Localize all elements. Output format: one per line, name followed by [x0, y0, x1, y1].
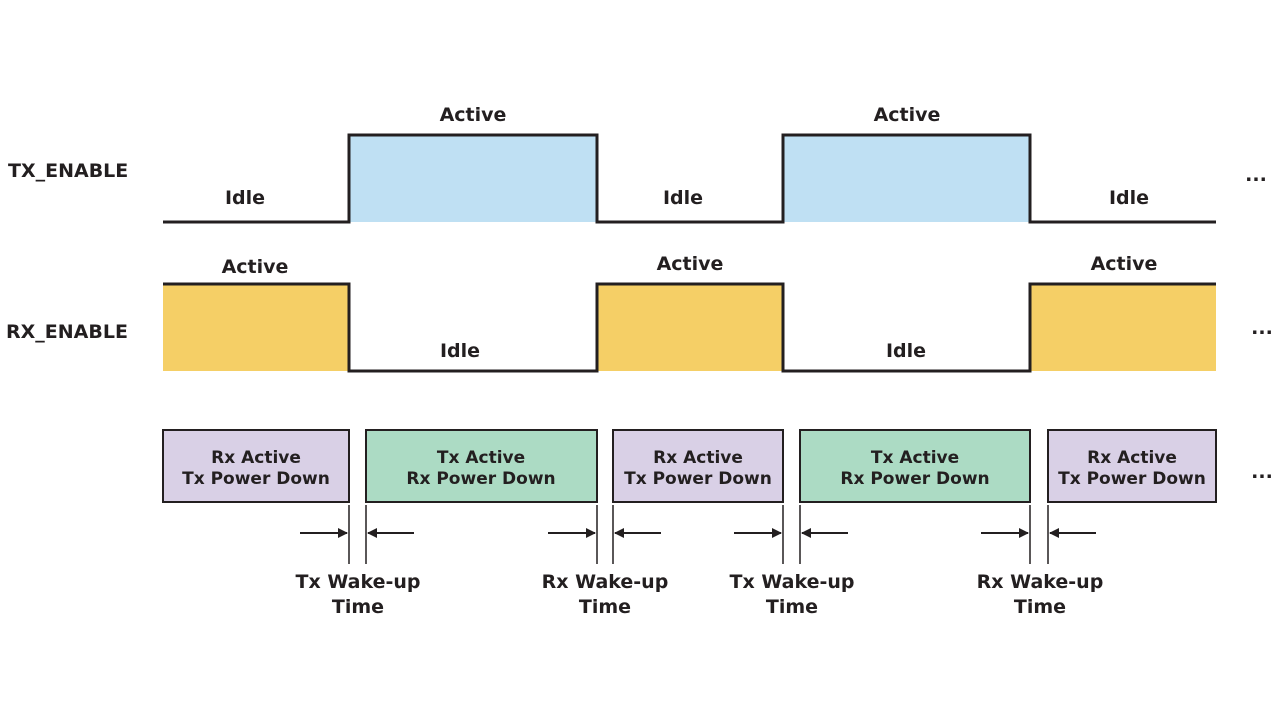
tx-continuation: ... [1245, 164, 1267, 186]
rx-state-label: Idle [886, 340, 926, 362]
rx-waveform [163, 282, 1216, 373]
wakeup-label-line2: Time [766, 596, 818, 618]
wakeup-marker [596, 505, 614, 564]
tx-state-label: Active [440, 104, 507, 126]
rx-active-fill [1030, 284, 1216, 371]
wakeup-marker [348, 505, 367, 564]
mode-box-line1: Tx Active [437, 448, 525, 468]
rx-state-label: Idle [440, 340, 480, 362]
mode-box-line1: Rx Active [653, 448, 743, 468]
mode-box [365, 429, 598, 503]
tx-state-label: Idle [663, 187, 703, 209]
tx-state-label: Idle [225, 187, 265, 209]
mode-box-line2: Tx Power Down [1058, 469, 1206, 489]
tx-active-fill [349, 135, 597, 222]
wakeup-label-line1: Tx Wake-up [296, 571, 421, 593]
wakeup-marker [782, 505, 801, 564]
rx-state-label: Active [657, 253, 724, 275]
tx-enable-label: TX_ENABLE [8, 160, 128, 182]
tx-state-label: Active [874, 104, 941, 126]
mode-continuation: ... [1251, 461, 1273, 483]
mode-box-line2: Rx Power Down [406, 469, 555, 489]
tx-state-label: Idle [1109, 187, 1149, 209]
mode-box [1047, 429, 1217, 503]
rx-active-fill [163, 284, 349, 371]
rx-state-label: Active [1091, 253, 1158, 275]
mode-box [799, 429, 1031, 503]
mode-box [612, 429, 784, 503]
wakeup-label-line1: Rx Wake-up [542, 571, 669, 593]
wakeup-label-line2: Time [579, 596, 631, 618]
tx-waveform [163, 133, 1216, 224]
wakeup-label-line1: Tx Wake-up [730, 571, 855, 593]
tx-signal-line [163, 133, 1216, 224]
mode-box-line1: Tx Active [871, 448, 959, 468]
mode-box-line2: Tx Power Down [624, 469, 772, 489]
wakeup-label-line2: Time [332, 596, 384, 618]
mode-box-line1: Rx Active [211, 448, 301, 468]
rx-continuation: ... [1251, 317, 1273, 339]
rx-enable-label: RX_ENABLE [6, 321, 128, 343]
rx-signal-line [163, 282, 1216, 373]
rx-state-label: Active [222, 256, 289, 278]
mode-box-line2: Rx Power Down [840, 469, 989, 489]
wakeup-label-line1: Rx Wake-up [977, 571, 1104, 593]
mode-box-line2: Tx Power Down [182, 469, 330, 489]
mode-box-line1: Rx Active [1087, 448, 1177, 468]
wakeup-marker [1029, 505, 1049, 564]
tx-active-fill [783, 135, 1030, 222]
mode-box [162, 429, 350, 503]
wakeup-label-line2: Time [1014, 596, 1066, 618]
rx-active-fill [597, 284, 783, 371]
